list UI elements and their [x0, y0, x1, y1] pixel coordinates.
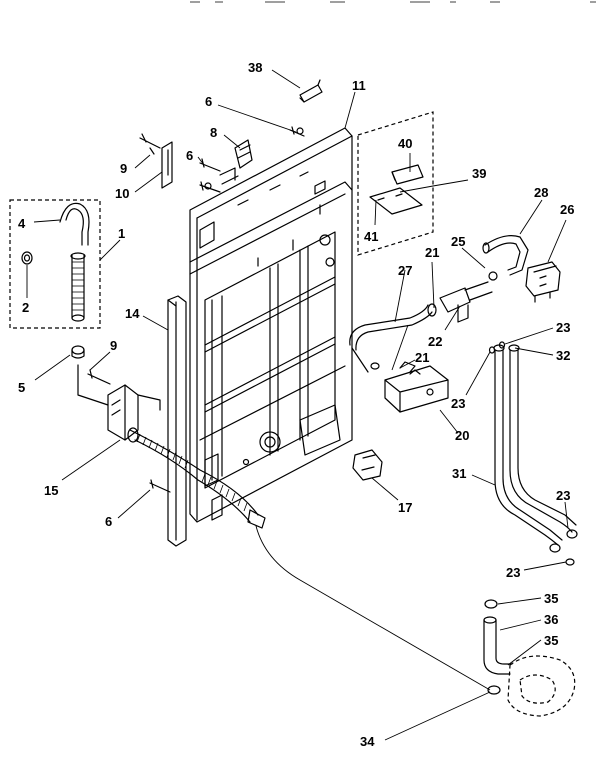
callout-41: 41: [364, 229, 378, 244]
leader-lines: [26, 69, 569, 741]
pump-34: [487, 655, 576, 717]
callout-32: 32: [556, 348, 570, 363]
callout-40: 40: [398, 136, 412, 151]
callout-28: 28: [534, 185, 548, 200]
callout-39: 39: [472, 166, 486, 181]
callout-27: 27: [398, 263, 412, 278]
washers: [488, 341, 506, 354]
bracket-10: [161, 141, 173, 189]
callout-6-bottom: 6: [105, 514, 112, 529]
drain-hose-bracket: [77, 364, 161, 441]
optional-kit-39: [357, 111, 434, 256]
callout-36: 36: [544, 612, 558, 627]
callout-26: 26: [560, 202, 574, 217]
rear-panel: [189, 127, 353, 523]
callout-6-mid: 6: [186, 148, 193, 163]
callout-17: 17: [398, 500, 412, 515]
callout-22: 22: [428, 334, 442, 349]
inlet-hose-kit: [9, 199, 101, 329]
callout-21-top: 21: [425, 245, 439, 260]
bracket-8: [234, 139, 253, 169]
callout-10: 10: [115, 186, 129, 201]
callout-23-lower: 23: [506, 565, 520, 580]
callout-38: 38: [248, 60, 262, 75]
callout-15: 15: [44, 483, 58, 498]
clip-38: [299, 79, 323, 103]
callout-21-bottom: 21: [415, 350, 429, 365]
filter-17: [352, 449, 383, 481]
callout-35-top: 35: [544, 591, 558, 606]
callout-20: 20: [455, 428, 469, 443]
callout-1: 1: [118, 226, 125, 241]
callout-14: 14: [125, 306, 140, 321]
side-rail: [167, 295, 187, 547]
callout-23-mid: 23: [451, 396, 465, 411]
valve-26: [525, 261, 561, 303]
hose-clamp: [71, 345, 85, 359]
callout-6-top: 6: [205, 94, 212, 109]
callout-35-bottom: 35: [544, 633, 558, 648]
callout-11: 11: [352, 78, 366, 93]
callout-23-upper: 23: [556, 320, 570, 335]
callout-31: 31: [452, 466, 466, 481]
callout-4: 4: [18, 216, 26, 231]
valve-20: [384, 361, 449, 413]
callout-9-top: 9: [120, 161, 127, 176]
callout-9-bottom: 9: [110, 338, 117, 353]
drain-hose: [127, 427, 491, 691]
callout-5: 5: [18, 380, 25, 395]
callout-25: 25: [451, 234, 465, 249]
fitting-22: [427, 281, 493, 323]
callout-labels: 38 11 6 8 6 9 10 40 39 41 4 1 2 14 9 5 1…: [18, 60, 574, 749]
callout-8: 8: [210, 125, 217, 140]
fill-hoses-31: [493, 344, 578, 566]
callout-2: 2: [22, 300, 29, 315]
callout-34: 34: [360, 734, 375, 749]
hose-36: [483, 599, 513, 675]
callout-23-right: 23: [556, 488, 570, 503]
hose-27: [349, 304, 433, 373]
hose-28: [482, 235, 529, 281]
